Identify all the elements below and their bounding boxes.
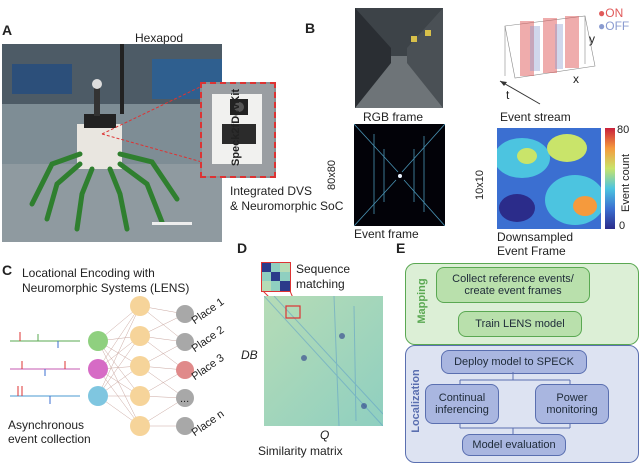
output-neuron-3 [176,361,194,379]
async-caption-1: Asynchronous [8,418,85,432]
caption-line-1: Integrated DVS [230,184,313,198]
sequence-grid [262,263,290,291]
corridor-drawing [355,8,443,108]
input-neuron-3 [88,386,108,406]
deploy-step: Deploy model to SPECK [441,350,587,374]
devkit-zoom-inset [200,82,276,178]
similarity-texture [264,296,383,426]
output-neuron-5 [176,417,194,435]
legend-on-text: ON [605,6,624,20]
on-dot: ● [598,6,606,20]
output-neuron-1 [176,305,194,323]
cont-line-1: Continual [438,392,486,404]
collect-line-2: create event frames [464,285,562,297]
output-neuron-4 [176,389,194,407]
panel-e-label: E [396,240,406,256]
rgb-frame-caption: RGB frame [363,110,424,124]
panel-a-label: A [2,22,13,38]
localization-connectors [459,372,571,434]
axis-y-label: y [589,32,595,46]
event-points [520,16,579,76]
db-axis-label: DB [241,348,258,362]
heatmap-drawing [497,128,601,229]
train-label: Train LENS model [475,318,565,330]
power-monitoring-step: Power monitoring [535,384,609,424]
power-line-2: monitoring [546,404,598,416]
zoom-connector-lines [101,85,203,163]
similarity-caption: Similarity matrix [258,444,343,458]
axis-x-label: x [573,72,579,86]
output-neuron-2 [176,333,194,351]
hexapod-photo [2,44,222,242]
colorbar [605,128,615,229]
async-caption-2: event collection [8,432,91,446]
place-dots-label: ... [180,393,190,405]
lens-network-diagram [10,296,194,436]
hidden-neuron-4 [130,386,150,406]
sequence-caption-2: matching [296,277,345,291]
res-10-label: 10x10 [474,170,486,200]
sequence-caption-1: Sequence [296,262,351,276]
event-frame-drawing [354,124,445,226]
t-axis [499,80,541,105]
axis-t-label: t [506,88,510,102]
q-axis-label: Q [320,428,330,442]
similarity-matrix [264,296,383,426]
legend-on: ●ON [598,6,623,20]
caption-line-2: & Neuromorphic SoC [230,199,344,213]
colorbar-min: 0 [619,220,626,232]
legend-off-text: OFF [605,19,630,33]
lens-title-1: Locational Encoding with [22,266,155,280]
collect-events-step: Collect reference events/ create event f… [436,267,590,303]
event-frame-image [354,124,445,226]
downsampled-caption-2: Event Frame [497,244,566,258]
mapping-label: Mapping [416,278,428,324]
res-80-label: 80x80 [326,160,338,190]
sequence-inset [261,262,291,292]
devkit-photo [202,84,274,176]
colorbar-max: 80 [617,124,630,136]
event-stream-cube [499,15,596,105]
model-evaluation-step: Model evaluation [462,434,566,456]
hidden-neuron-2 [130,326,150,346]
panel-b-label: B [305,20,316,36]
lens-title-2: Neuromorphic Systems (LENS) [22,281,190,295]
continual-inferencing-step: Continual inferencing [425,384,499,424]
collect-line-1: Collect reference events/ [452,273,574,285]
event-stream-caption: Event stream [500,110,571,124]
cont-line-2: inferencing [435,404,489,416]
input-neuron-2 [88,359,108,379]
hidden-neuron-3 [130,356,150,376]
downsampled-heatmap [497,128,601,229]
panel-d-label: D [237,240,248,256]
legend-off: ●OFF [598,19,629,33]
downsampled-caption-1: Downsampled [497,230,574,244]
hidden-neuron-5 [130,416,150,436]
event-frame-caption: Event frame [354,227,419,241]
spike-trains [10,332,80,404]
hidden-neuron-1 [130,296,150,316]
deploy-label: Deploy model to SPECK [454,356,574,368]
eval-label: Model evaluation [472,439,556,451]
power-line-1: Power [556,392,588,404]
panel-c-label: C [2,262,13,278]
devkit-label: Speck2fDevKit [230,88,242,166]
train-lens-step: Train LENS model [458,311,582,337]
colorbar-title: Event count [620,153,632,212]
off-dot: ● [598,19,606,33]
hexapod-photo-drawing [2,44,222,242]
input-neuron-1 [88,331,108,351]
rgb-frame-image [355,8,443,108]
hexapod-label: Hexapod [135,31,184,45]
